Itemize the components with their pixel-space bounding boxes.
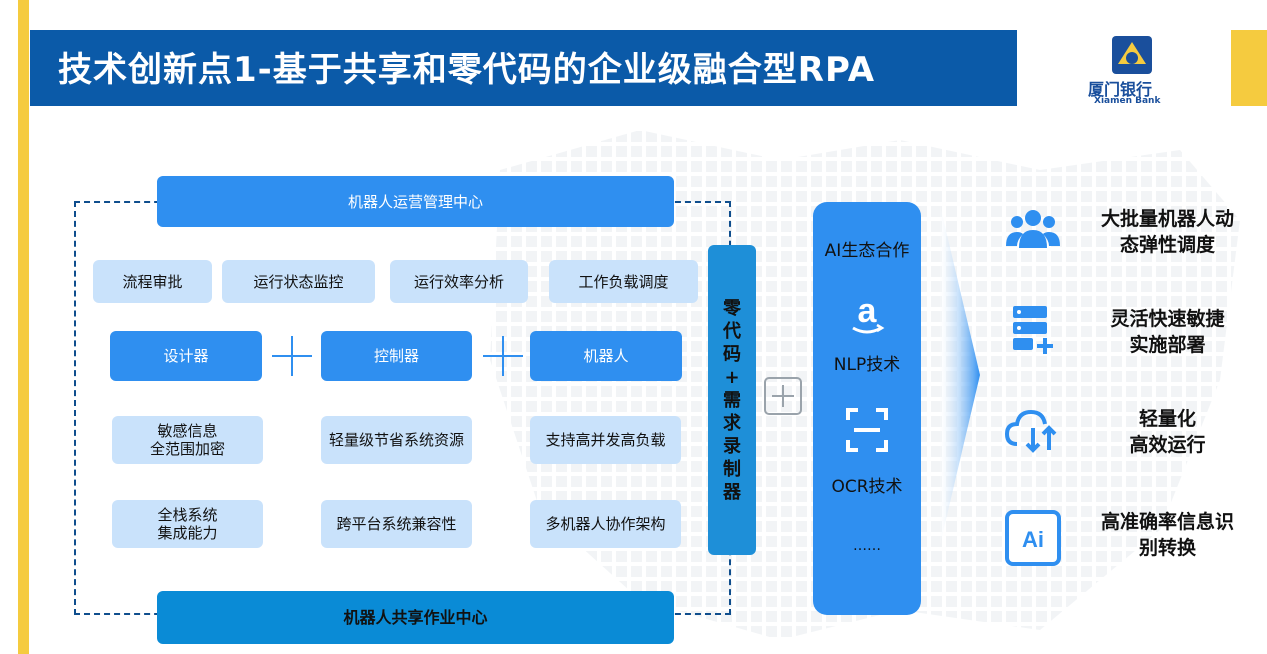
ocr-scan-icon [846, 408, 888, 452]
cloud-transfer-icon [1004, 409, 1057, 453]
bank-logo: 厦门银行 Xiamen Bank [1080, 30, 1200, 106]
feature-cross-platform: 跨平台系统兼容性 [321, 500, 472, 548]
bank-name: 厦门银行 [1088, 80, 1153, 99]
feature-high-concurrency: 支持高并发高负载 [530, 416, 681, 464]
feature-encryption: 敏感信息 全范围加密 [112, 416, 263, 464]
robot-shared-operation-center: 机器人共享作业中心 [157, 591, 674, 644]
bank-logo-icon [1112, 36, 1152, 74]
ai-ecosystem-panel: AI生态合作 a NLP技术 OCR技术 …… [813, 202, 921, 615]
title-bar: 技术创新点1-基于共享和零代码的企业级融合型RPA [30, 30, 1017, 106]
benefit-elastic-scheduling: 大批量机器人动 态弹性调度 [1100, 208, 1234, 256]
feature-multi-robot: 多机器人协作架构 [530, 500, 681, 548]
bank-name-en: Xiamen Bank [1094, 96, 1161, 106]
plus-connector-icon [272, 336, 312, 376]
robot-operation-center: 机器人运营管理中心 [157, 176, 674, 227]
svg-text:Ai: Ai [1022, 527, 1044, 552]
ocr-tech-label: OCR技术 [831, 477, 903, 497]
function-process-approval: 流程审批 [93, 260, 212, 303]
ai-panel-title: AI生态合作 [824, 241, 910, 261]
chevron-arrow-icon [940, 205, 980, 545]
users-group-icon [1006, 210, 1060, 248]
amazon-icon: a [852, 294, 885, 334]
function-efficiency-analysis: 运行效率分析 [390, 260, 528, 303]
function-status-monitor: 运行状态监控 [222, 260, 375, 303]
svg-text:a: a [858, 294, 878, 330]
component-designer: 设计器 [110, 331, 262, 381]
component-robot: 机器人 [530, 331, 682, 381]
server-add-icon [1013, 306, 1053, 354]
feature-fullstack-integration: 全栈系统 集成能力 [112, 500, 263, 548]
ai-chip-icon: Ai [1005, 510, 1061, 566]
page-title: 技术创新点1-基于共享和零代码的企业级融合型RPA [58, 50, 876, 90]
more-ellipsis: …… [853, 538, 881, 554]
plus-connector-icon [483, 336, 523, 376]
feature-lightweight: 轻量级节省系统资源 [321, 416, 472, 464]
zero-code-recorder: 零 代 码 + 需 求 录 制 器 [708, 245, 756, 555]
component-controller: 控制器 [321, 331, 472, 381]
right-gold-stripe [1231, 30, 1267, 106]
benefit-fast-deployment: 灵活快速敏捷 实施部署 [1110, 308, 1225, 356]
benefit-lightweight-efficient: 轻量化 高效运行 [1129, 408, 1206, 456]
left-stripe [0, 0, 30, 654]
plus-icon [764, 377, 802, 415]
benefit-accurate-recognition: 高准确率信息识 别转换 [1100, 511, 1234, 559]
function-workload-scheduling: 工作负载调度 [549, 260, 698, 303]
nlp-tech-label: NLP技术 [833, 355, 901, 375]
